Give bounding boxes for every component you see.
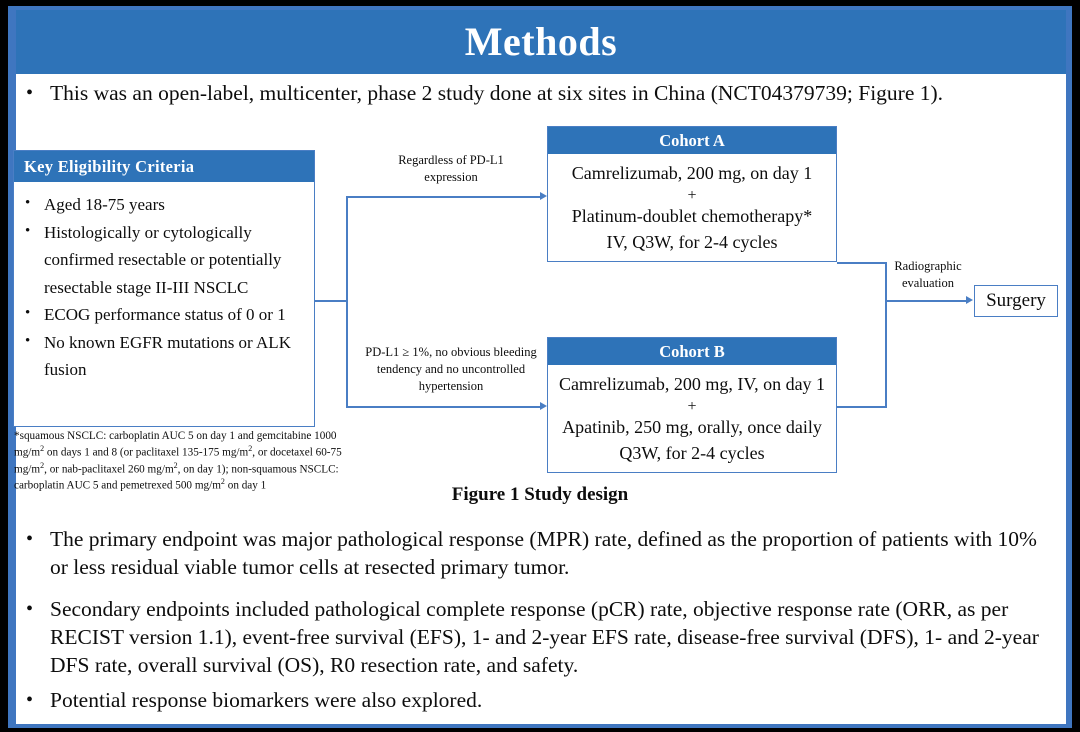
secondary-endpoints-bullet: • Secondary endpoints included pathologi… <box>20 596 1055 680</box>
list-item-label: Histologically or cytologically confirme… <box>44 222 282 297</box>
figure-footnote: *squamous NSCLC: carboplatin AUC 5 on da… <box>14 429 344 494</box>
list-item: • ECOG performance status of 0 or 1 <box>22 301 308 329</box>
primary-endpoint-bullet: • The primary endpoint was major patholo… <box>20 526 1052 582</box>
bullet-marker: • <box>26 689 34 711</box>
figure-caption: Figure 1 Study design <box>451 484 629 505</box>
secondary-endpoints-text: Secondary endpoints included pathologica… <box>50 597 1039 677</box>
eligibility-header: Key Eligibility Criteria <box>14 151 314 182</box>
intro-bullet: • This was an open-label, multicenter, p… <box>20 80 1055 108</box>
cohort-a-box: Cohort A Camrelizumab, 200 mg, on day 1 … <box>547 126 837 262</box>
bullet-marker: • <box>25 222 31 239</box>
connector-line-cohort-a-out <box>837 262 887 264</box>
connector-line-cohort-b-out <box>837 406 887 408</box>
connector-label-pdl1-criteria: PD-L1 ≥ 1%, no obvious bleeding tendency… <box>365 345 537 393</box>
cohort-b-box: Cohort B Camrelizumab, 200 mg, IV, on da… <box>547 337 837 473</box>
cohort-b-line-2: Apatinib, 250 mg, orally, once daily <box>562 417 822 438</box>
footnote-part-6: on day 1 <box>224 479 267 492</box>
bullet-marker: • <box>26 528 34 550</box>
list-item-label: ECOG performance status of 0 or 1 <box>44 305 286 325</box>
slide-title-bar: Methods <box>16 10 1066 74</box>
list-item: • Histologically or cytologically confir… <box>22 219 308 302</box>
connector-line-to-cohort-b <box>346 406 541 408</box>
arrowhead-to-surgery-icon <box>966 296 973 304</box>
footnote-superscript: 2 <box>40 443 45 453</box>
footnote-part-5: , on day 1); non-squamous NSCLC: carbopl… <box>14 463 339 492</box>
biomarker-text: Potential response biomarkers were also … <box>50 688 483 712</box>
list-item: • Aged 18-75 years <box>22 191 308 219</box>
eligibility-criteria-box: Key Eligibility Criteria • Aged 18-75 ye… <box>13 150 315 427</box>
connector-line-eligibility-out <box>315 300 348 302</box>
cohort-b-body: Camrelizumab, 200 mg, IV, on day 1 + Apa… <box>548 365 836 474</box>
list-item-label: Aged 18-75 years <box>44 195 165 214</box>
connector-line-to-cohort-a <box>346 196 541 198</box>
bullet-marker: • <box>25 332 31 349</box>
footnote-part-4: , or nab-paclitaxel 260 mg/m <box>44 463 174 476</box>
bullet-marker: • <box>26 82 34 104</box>
primary-endpoint-text: The primary endpoint was major pathologi… <box>50 527 1037 579</box>
arrowhead-to-cohort-a-icon <box>540 192 547 200</box>
bullet-marker: • <box>26 598 34 620</box>
list-item: • No known EGFR mutations or ALK fusion <box>22 329 308 384</box>
biomarker-bullet: • Potential response biomarkers were als… <box>20 687 1020 715</box>
list-item-label: No known EGFR mutations or ALK fusion <box>44 332 291 380</box>
connector-label-radiographic-evaluation: Radiographic evaluation <box>894 259 962 290</box>
cohort-b-line-1: Camrelizumab, 200 mg, IV, on day 1 <box>558 374 826 394</box>
eligibility-list: • Aged 18-75 years • Histologically or c… <box>14 182 314 384</box>
cohort-b-line-3: Q3W, for 2-4 cycles <box>619 442 765 463</box>
connector-label-regardless-pdl1: Regardless of PD-L1 expression <box>398 153 504 184</box>
footnote-superscript: 2 <box>40 460 45 470</box>
footnote-superscript: 2 <box>173 460 178 470</box>
intro-bullet-text: This was an open-label, multicenter, pha… <box>50 81 944 105</box>
bullet-marker: • <box>25 305 31 322</box>
connector-line-merge-vertical <box>885 262 887 408</box>
footnote-part-1: *squamous NSCLC: carboplatin AUC 5 on da… <box>14 430 337 459</box>
cohort-a-body: Camrelizumab, 200 mg, on day 1 + Platinu… <box>548 154 836 263</box>
surgery-box: Surgery <box>974 285 1058 317</box>
connector-line-split-vertical <box>346 196 348 408</box>
footnote-part-3: , or docetaxel 60-75 mg/m <box>14 446 342 476</box>
page-title: Methods <box>464 19 618 64</box>
cohort-a-line-2: Platinum-doublet chemotherapy* <box>571 206 813 227</box>
connector-line-to-surgery <box>885 300 969 302</box>
cohort-a-line-1: Camrelizumab, 200 mg, on day 1 <box>571 163 813 183</box>
cohort-b-header: Cohort B <box>548 338 836 365</box>
cohort-a-header: Cohort A <box>548 127 836 154</box>
cohort-b-plus: + <box>687 397 697 415</box>
bullet-marker: • <box>25 195 31 211</box>
surgery-label: Surgery <box>986 290 1046 311</box>
cohort-a-line-3: IV, Q3W, for 2-4 cycles <box>606 231 778 252</box>
footnote-superscript: 2 <box>220 477 225 487</box>
arrowhead-to-cohort-b-icon <box>540 402 547 410</box>
cohort-a-plus: + <box>687 186 697 204</box>
footnote-superscript: 2 <box>248 443 253 453</box>
footnote-part-2: on days 1 and 8 (or paclitaxel 135-175 m… <box>44 446 249 459</box>
